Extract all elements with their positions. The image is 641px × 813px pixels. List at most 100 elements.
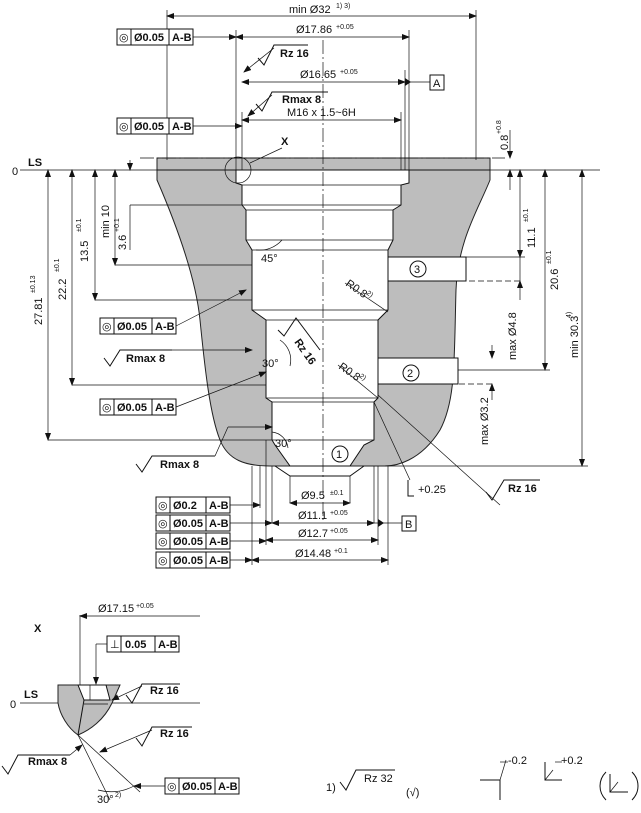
dim-min32: min Ø32	[289, 4, 331, 16]
svg-text:30°: 30°	[97, 794, 114, 806]
fcf-top1: ◎ Ø0.05 A-B	[116, 28, 237, 46]
zero-label: 0	[12, 166, 18, 178]
minus-0-2: -0.2	[508, 755, 527, 767]
dim-d11-1: Ø11.1	[298, 510, 327, 522]
svg-text:◎: ◎	[167, 781, 177, 793]
svg-text:4): 4)	[566, 312, 573, 318]
svg-text:Ø0.2: Ø0.2	[173, 500, 197, 512]
rmax8-low: Rmax 8	[135, 424, 273, 473]
legend: 1) Rz 32 (√) -0.2 +0.2	[326, 755, 639, 801]
detail-x: X Ø17.15 +0.05 ⊥ 0.05 A-B LS 0 Rz 16 Rz …	[1, 603, 240, 806]
thread-label: M16 x 1.5~6H	[287, 107, 356, 119]
svg-text:2): 2)	[358, 373, 367, 382]
dim-11-1-vertical: 11.1	[526, 227, 538, 248]
left-dims: 3.6 +0.1 min 10 13.5 ±0.1 22.2 ±0.1 27.8…	[30, 160, 272, 441]
svg-text:Rmax 8: Rmax 8	[28, 756, 67, 768]
svg-text:1) 3): 1) 3)	[336, 3, 350, 10]
svg-text:◎: ◎	[102, 321, 112, 333]
fcf-b3: ◎ Ø0.05 A-B	[155, 532, 267, 550]
fcf-b4: ◎ Ø0.05 A-B	[155, 551, 253, 569]
dim-min30-3: min 30.3	[569, 316, 581, 358]
rz32-label: Rz 32	[364, 773, 393, 785]
callout-1	[331, 445, 349, 463]
dim-0-8: 0.8	[499, 135, 511, 150]
dim-13-5: 13.5	[79, 241, 91, 262]
dim-min10: min 10	[100, 205, 112, 238]
bore-profile	[235, 169, 410, 467]
dim-22-2: 22.2	[57, 279, 69, 300]
svg-text:Ø0.05: Ø0.05	[134, 32, 164, 44]
svg-text:2: 2	[407, 368, 413, 380]
dim-20-6: 20.6	[549, 269, 561, 290]
dim-d17-15: Ø17.15	[98, 603, 134, 615]
svg-text:A-B: A-B	[172, 121, 192, 133]
note-1: 1)	[326, 782, 336, 794]
plus-0-25: +0.25	[418, 484, 446, 496]
angle-30b: 30°	[275, 438, 292, 450]
svg-text:A-B: A-B	[158, 639, 178, 651]
svg-text:±0.1: ±0.1	[54, 258, 61, 272]
dim-3-6: 3.6	[117, 235, 129, 250]
svg-text:+0.05: +0.05	[136, 603, 154, 610]
svg-text:A-B: A-B	[209, 536, 229, 548]
svg-text:Ø0.05: Ø0.05	[117, 402, 147, 414]
svg-text:◎: ◎	[158, 555, 168, 567]
detail-x-label: X	[281, 136, 289, 148]
svg-text:Rmax 8: Rmax 8	[126, 353, 165, 365]
svg-text:Ø0.05: Ø0.05	[134, 121, 164, 133]
svg-text:+0.05: +0.05	[330, 510, 348, 517]
svg-text:±0.1: ±0.1	[330, 490, 344, 497]
svg-text:Ø0.05: Ø0.05	[117, 321, 147, 333]
fcf-top2: ◎ Ø0.05 A-B	[116, 117, 243, 135]
datum-b: B	[405, 519, 412, 531]
svg-text:2): 2)	[115, 792, 121, 799]
fcf-mid1: ◎ Ø0.05 A-B	[99, 289, 247, 335]
fcf-mid2: ◎ Ø0.05 A-B	[99, 371, 267, 416]
callout-2	[402, 364, 420, 382]
detail-x-title: X	[34, 623, 42, 635]
dim-max4-8: max Ø4.8	[507, 312, 519, 360]
svg-text:+0.8: +0.8	[496, 120, 503, 134]
svg-text:±0.1: ±0.1	[546, 250, 553, 264]
fcf-b2: ◎ Ø0.05 A-B	[155, 514, 273, 532]
svg-text:Ø0.05: Ø0.05	[173, 518, 203, 530]
right-dims: 11.1 ±0.1 20.6 ±0.1 min 30.3 4) max Ø4.8…	[385, 169, 588, 467]
rz16-top: Rz 16	[280, 48, 309, 60]
svg-text:⊥: ⊥	[110, 639, 120, 651]
svg-text:1: 1	[336, 449, 342, 461]
svg-text:◎: ◎	[102, 402, 112, 414]
svg-text:+0.05: +0.05	[336, 24, 354, 31]
svg-text:Rz 16: Rz 16	[150, 685, 179, 697]
svg-text:Rz 16: Rz 16	[160, 728, 189, 740]
svg-text:◎: ◎	[119, 32, 129, 44]
dim-d17-86: Ø17.86	[296, 24, 332, 36]
svg-text:0: 0	[10, 699, 16, 711]
svg-text:LS: LS	[24, 689, 38, 701]
svg-text:+0.1: +0.1	[334, 548, 348, 555]
svg-text:A-B: A-B	[209, 555, 229, 567]
angle-45: 45°	[261, 253, 278, 265]
check-symbol: (√)	[406, 787, 419, 799]
svg-text:Rmax 8: Rmax 8	[160, 459, 199, 471]
dim-d9-5: Ø9.5	[301, 490, 325, 502]
svg-text:◎: ◎	[158, 500, 168, 512]
dim-d14-48: Ø14.48	[295, 548, 331, 560]
svg-text:Ø0.05: Ø0.05	[173, 536, 203, 548]
svg-text:A-B: A-B	[172, 32, 192, 44]
svg-text:◎: ◎	[158, 518, 168, 530]
svg-text:A-B: A-B	[155, 321, 175, 333]
svg-text:0.05: 0.05	[125, 639, 146, 651]
ls-label: LS	[28, 157, 42, 169]
dim-d12-7: Ø12.7	[298, 528, 328, 540]
part-body	[156, 157, 520, 477]
svg-text:+0.05: +0.05	[340, 69, 358, 76]
top-lip	[156, 157, 491, 171]
fcf-b1: ◎ Ø0.2 A-B	[155, 496, 261, 514]
svg-text:2): 2)	[365, 290, 374, 299]
bottom-dims: Ø9.5 ±0.1 Ø11.1 +0.05 B Ø12.7 +0.05 Ø14.…	[251, 440, 417, 565]
dim-d16-65: Ø16.65	[300, 69, 336, 81]
svg-text:±0.1: ±0.1	[76, 218, 83, 232]
dim-27-81: 27.81	[33, 297, 45, 325]
svg-text:A-B: A-B	[209, 500, 229, 512]
dim-max3-2: max Ø3.2	[479, 397, 491, 445]
